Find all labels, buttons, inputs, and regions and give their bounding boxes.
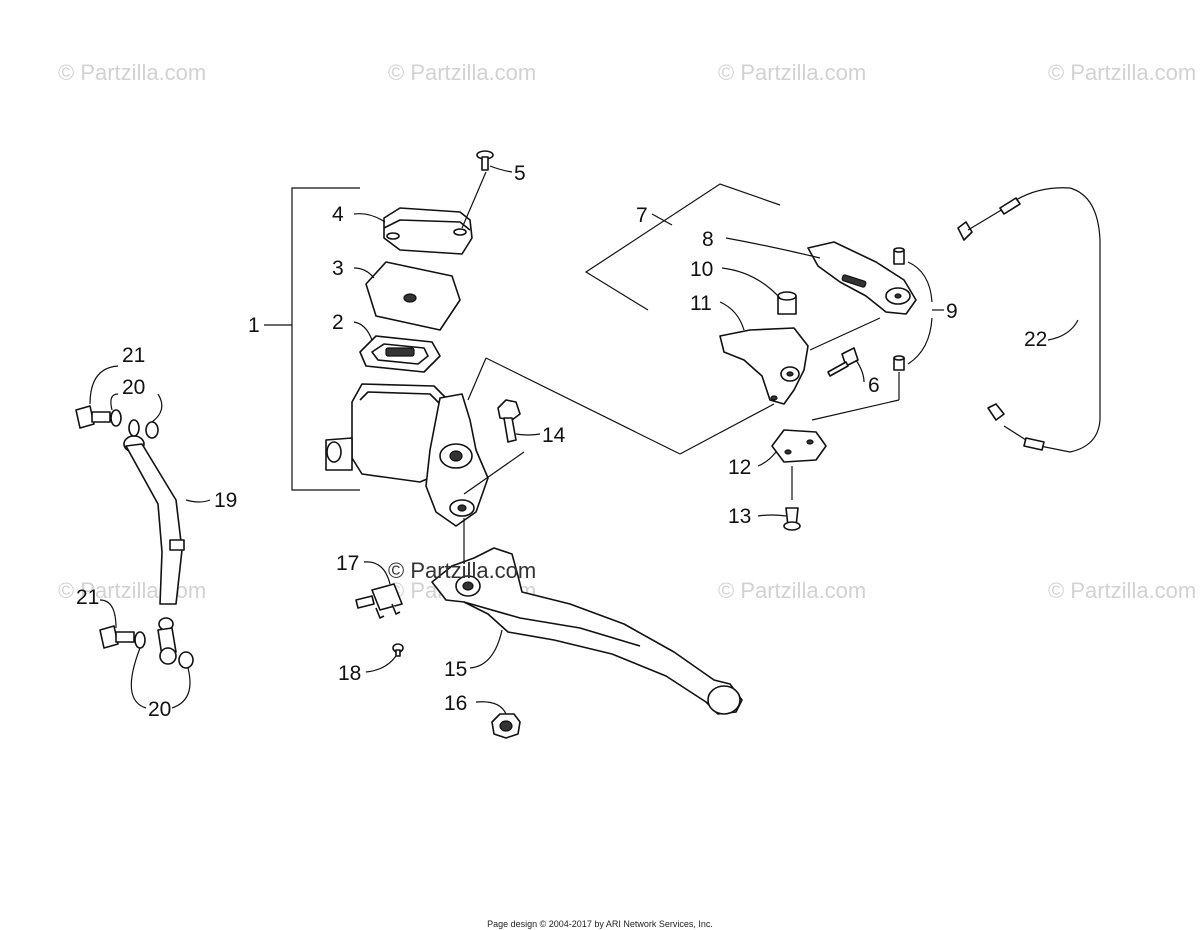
callout-18: 18 (338, 662, 361, 685)
callout-22: 22 (1024, 328, 1047, 351)
part-22-cable (957, 187, 1101, 453)
part-11-bracket (467, 301, 809, 455)
callout-20-top: 20 (122, 376, 145, 399)
master-cylinder-bracket (264, 187, 360, 491)
callout-21-bottom: 21 (76, 586, 99, 609)
callout-6: 6 (868, 374, 880, 397)
callout-10: 10 (690, 258, 713, 281)
watermark-top-1: © Partzilla.com (58, 60, 206, 85)
callout-5: 5 (514, 162, 526, 185)
callout-17: 17 (336, 552, 359, 575)
part-15-brake-lever (431, 547, 743, 715)
part-16-nut (475, 701, 521, 739)
part-2-gasket (353, 321, 441, 373)
part-5-screw (476, 150, 513, 173)
watermark-mid-3: © Partzilla.com (718, 578, 866, 603)
callout-8: 8 (702, 228, 714, 251)
part-9-pins (809, 247, 944, 421)
watermark-top-4: © Partzilla.com (1048, 60, 1196, 85)
callout-20-bottom: 20 (148, 698, 171, 721)
center-watermark: © Partzilla.com (388, 558, 536, 583)
watermark-mid-4: © Partzilla.com (1048, 578, 1196, 603)
callout-7: 7 (636, 204, 648, 227)
parts-20-21-fittings (75, 365, 194, 709)
part-12-bracket-plate (757, 429, 827, 500)
callout-13: 13 (728, 505, 751, 528)
callout-15: 15 (444, 658, 467, 681)
part-14-bolt (463, 399, 541, 495)
part-17-switch (355, 561, 403, 619)
part-6-bolt (827, 347, 865, 383)
part-3-diaphragm-plate (353, 261, 461, 331)
footer-copyright: Page design © 2004-2017 by ARI Network S… (487, 919, 713, 929)
watermark-mid-1: © Partzilla.com (58, 578, 206, 603)
part-19-brake-hose (123, 435, 211, 665)
bracket-assembly-leader (584, 183, 781, 311)
callout-3: 3 (332, 257, 344, 280)
callout-1: 1 (248, 314, 260, 337)
callout-2: 2 (332, 311, 344, 334)
callout-4: 4 (332, 203, 344, 226)
part-4-reservoir-cover (353, 171, 487, 255)
callout-11: 11 (690, 292, 712, 315)
callout-labels: 1 2 3 4 5 6 7 8 9 10 11 12 13 14 15 16 1… (76, 162, 1047, 721)
callout-14: 14 (542, 424, 566, 447)
watermark-top-3: © Partzilla.com (718, 60, 866, 85)
callout-16: 16 (444, 692, 467, 715)
watermark-top-2: © Partzilla.com (388, 60, 536, 85)
part-18-screw (365, 643, 404, 673)
callout-12: 12 (728, 456, 751, 479)
callout-19: 19 (214, 489, 237, 512)
part-13-screw (757, 507, 801, 531)
master-cylinder-body (325, 383, 489, 568)
callout-9: 9 (946, 300, 958, 323)
callout-21-top: 21 (122, 344, 145, 367)
part-8-lever (725, 237, 917, 315)
part-10-bushing (721, 267, 797, 315)
